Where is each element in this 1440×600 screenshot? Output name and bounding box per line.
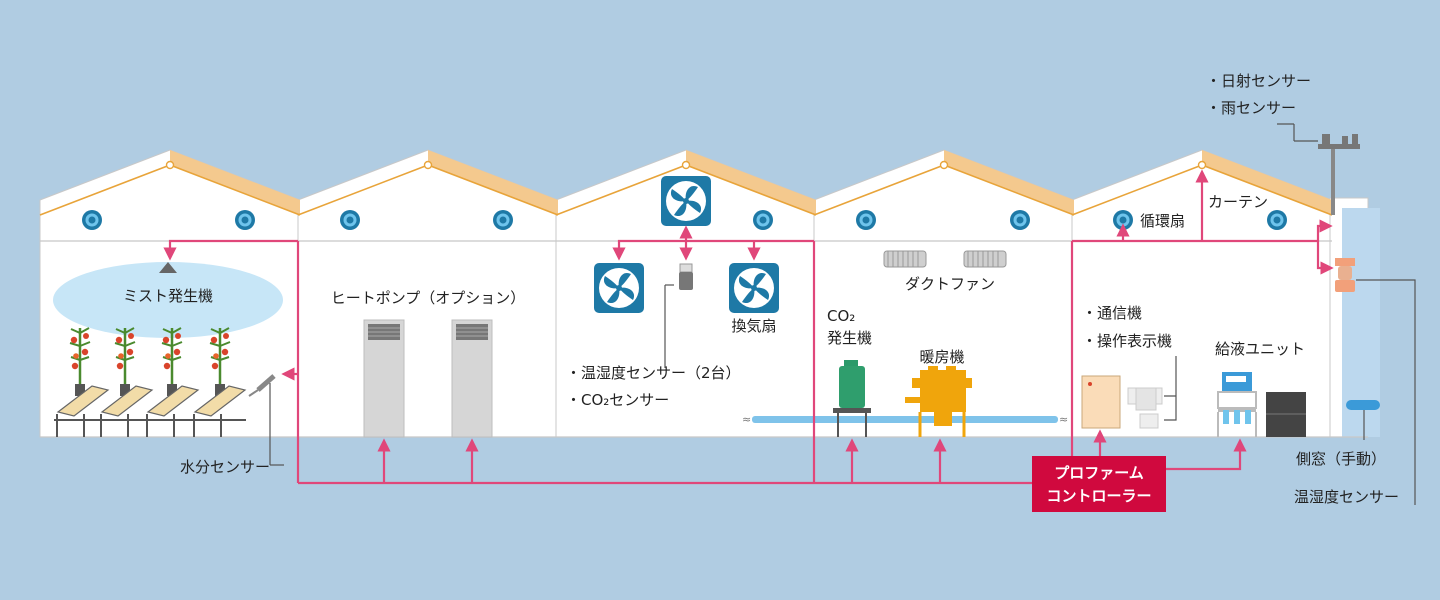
ventilation-fan-left-icon	[594, 263, 644, 313]
label-co2-generator-line2: 発生機	[827, 329, 872, 347]
label-side-window: 側窓（手動）	[1296, 450, 1386, 468]
outdoor-sensor-device	[1335, 258, 1416, 505]
moisture-sensor-probe	[248, 374, 276, 397]
exhaust-fan-icon	[661, 176, 711, 226]
label-comm-unit: ・通信機	[1082, 304, 1142, 322]
controller-label-line2: コントローラー	[1046, 487, 1151, 505]
controller-label-line1: プロファーム	[1054, 464, 1144, 482]
greenhouse-bays	[39, 149, 1380, 438]
label-duct-fan: ダクトファン	[905, 275, 995, 293]
label-control-display: ・操作表示機	[1082, 332, 1172, 350]
label-curtain: カーテン	[1208, 193, 1268, 211]
control-display-device	[1127, 356, 1177, 429]
weather-mast	[1277, 123, 1360, 215]
comm-unit-device	[1081, 375, 1121, 429]
fertigation-unit-device	[1217, 372, 1306, 437]
temp-humidity-sensor-device	[664, 263, 693, 368]
proform-controller-box: プロファーム コントローラー	[1032, 456, 1166, 512]
label-mist: ミスト発生機	[123, 287, 213, 305]
growing-benches	[54, 385, 247, 437]
svg-text:≈: ≈	[1059, 413, 1068, 426]
heating-pipe: ≈ ≈	[742, 413, 1068, 426]
svg-text:≈: ≈	[742, 413, 751, 426]
diagram-labels: ミスト発生機 水分センサー ヒートポンプ（オプション） ・温湿度センサー（2台）…	[123, 72, 1399, 506]
co2-generator-device	[833, 360, 871, 437]
label-circulation-fan: 循環扇	[1140, 212, 1185, 230]
label-rain-sensor: ・雨センサー	[1206, 99, 1296, 117]
label-heater: 暖房機	[919, 348, 964, 366]
label-solar-sensor: ・日射センサー	[1206, 72, 1311, 90]
heater-device	[905, 366, 972, 437]
mist-cloud	[53, 262, 283, 338]
label-heat-pump: ヒートポンプ（オプション）	[331, 289, 526, 307]
control-network-lines	[163, 169, 1334, 485]
label-moisture-sensor: 水分センサー	[180, 458, 270, 476]
label-fertigation-unit: 給液ユニット	[1215, 340, 1305, 358]
ventilation-fan-right-icon	[729, 263, 779, 313]
label-outdoor-temp-humidity-sensor: 温湿度センサー	[1294, 488, 1399, 506]
label-temp-humidity-sensors: ・温湿度センサー（2台）	[566, 364, 741, 382]
duct-fans	[883, 250, 1007, 268]
side-window-roll	[1346, 400, 1380, 440]
label-ventilation-fan: 換気扇	[731, 317, 776, 335]
label-co2-sensor: ・CO₂センサー	[566, 391, 669, 409]
heat-pump-units	[363, 319, 493, 438]
label-co2-generator-line1: CO₂	[827, 307, 855, 325]
